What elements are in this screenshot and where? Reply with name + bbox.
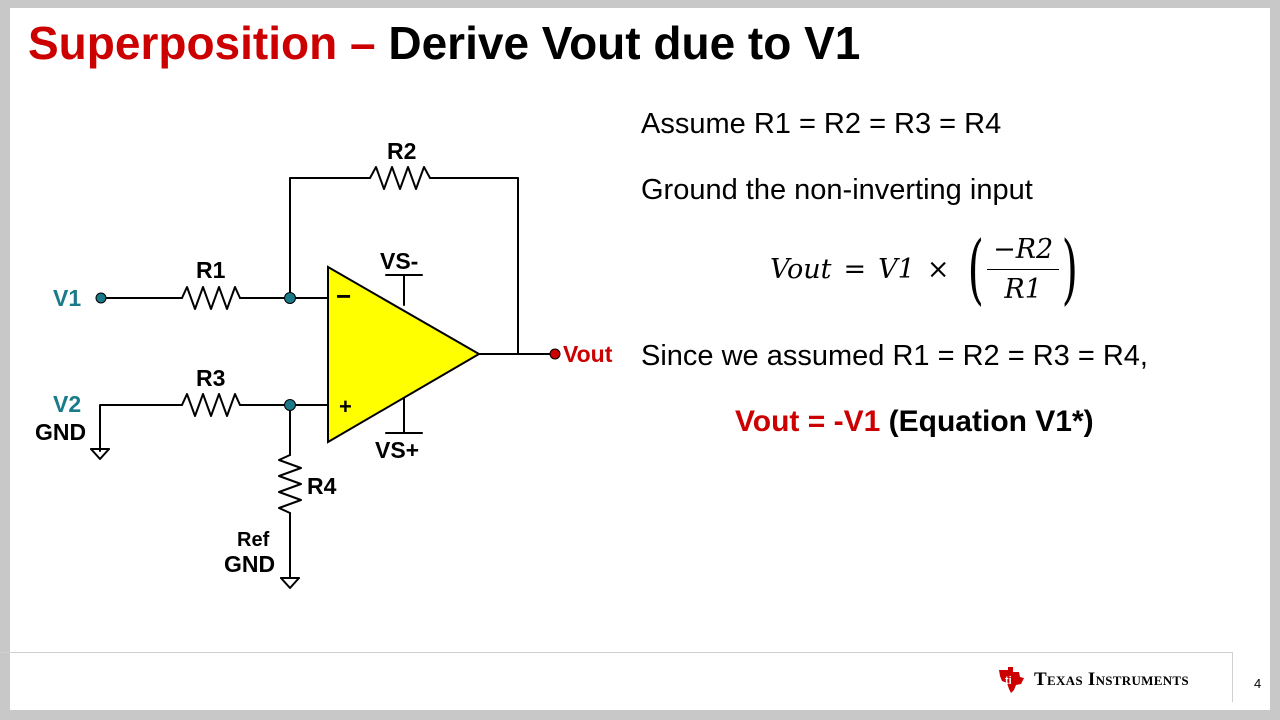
- ti-logo: ti Texas Instruments: [996, 666, 1189, 694]
- title-part-1: Superposition –: [28, 17, 376, 69]
- footer-divider: [0, 652, 1232, 653]
- circuit-diagram: R2 R1 R3 R4 V1 V2 GND Ref GND VS- VS+ Vo…: [35, 138, 613, 589]
- label-ref: Ref: [237, 529, 270, 551]
- result-equation: Vout = -V1 (Equation V1*): [735, 404, 1094, 440]
- node-v1: [95, 292, 107, 304]
- ti-brand-text: Texas Instruments: [1034, 669, 1189, 690]
- eq-numerator: −R2: [987, 234, 1060, 270]
- footer-separator: [1232, 652, 1233, 702]
- since-text: Since we assumed R1 = R2 = R3 = R4,: [641, 340, 1148, 372]
- node-vout: [549, 348, 561, 360]
- eq-right-paren: ): [1061, 224, 1079, 313]
- eq-times: ×: [926, 253, 950, 285]
- label-gnd-v2: GND: [35, 419, 86, 445]
- opamp-triangle: [327, 265, 481, 444]
- label-vs-minus: VS-: [380, 248, 418, 274]
- equation: Vout = V1 × ( −R2 R1 ): [770, 226, 1085, 312]
- slide: [10, 8, 1270, 710]
- wire-feedback-left: [289, 177, 371, 299]
- label-noninverting-sign: +: [339, 394, 352, 419]
- resistor-r3: [181, 393, 241, 417]
- ground-ref-icon: [280, 577, 300, 589]
- ground-text: Ground the non-inverting input: [641, 174, 1033, 206]
- node-noninverting: [284, 399, 296, 411]
- wire-v2: [99, 404, 183, 452]
- resistor-r2: [369, 166, 431, 190]
- result-red: Vout = -V1: [735, 405, 881, 438]
- eq-fraction: −R2 R1: [987, 234, 1060, 305]
- ground-v2-icon: [90, 448, 110, 460]
- label-r3: R3: [196, 365, 225, 391]
- label-r2: R2: [387, 138, 416, 164]
- eq-left-paren: (: [968, 224, 985, 313]
- eq-v1: V1: [878, 253, 915, 285]
- label-inverting-sign: −: [336, 281, 351, 311]
- page-number: 4: [1254, 676, 1262, 691]
- assumption-text: Assume R1 = R2 = R3 = R4: [641, 108, 1002, 140]
- result-black: (Equation V1*): [888, 405, 1094, 438]
- ti-map-icon: ti: [999, 667, 1024, 693]
- label-v1: V1: [53, 285, 81, 311]
- resistor-r1: [181, 286, 241, 310]
- eq-denominator: R1: [1004, 273, 1042, 305]
- label-r1: R1: [196, 257, 226, 283]
- svg-text:ti: ti: [1005, 675, 1012, 687]
- label-vout: Vout: [563, 341, 613, 367]
- label-vs-plus: VS+: [375, 437, 419, 463]
- page-title: Superposition – Derive Vout due to V1: [28, 16, 860, 70]
- label-ref-gnd: GND: [224, 551, 275, 577]
- eq-equals: =: [843, 253, 867, 285]
- wire-feedback-right: [429, 177, 519, 355]
- label-r4: R4: [307, 473, 337, 499]
- title-part-2: Derive Vout due to V1: [388, 17, 861, 69]
- resistor-r4: [278, 454, 302, 514]
- eq-lhs: Vout: [770, 253, 832, 285]
- label-v2: V2: [53, 391, 81, 417]
- node-inverting: [284, 292, 296, 304]
